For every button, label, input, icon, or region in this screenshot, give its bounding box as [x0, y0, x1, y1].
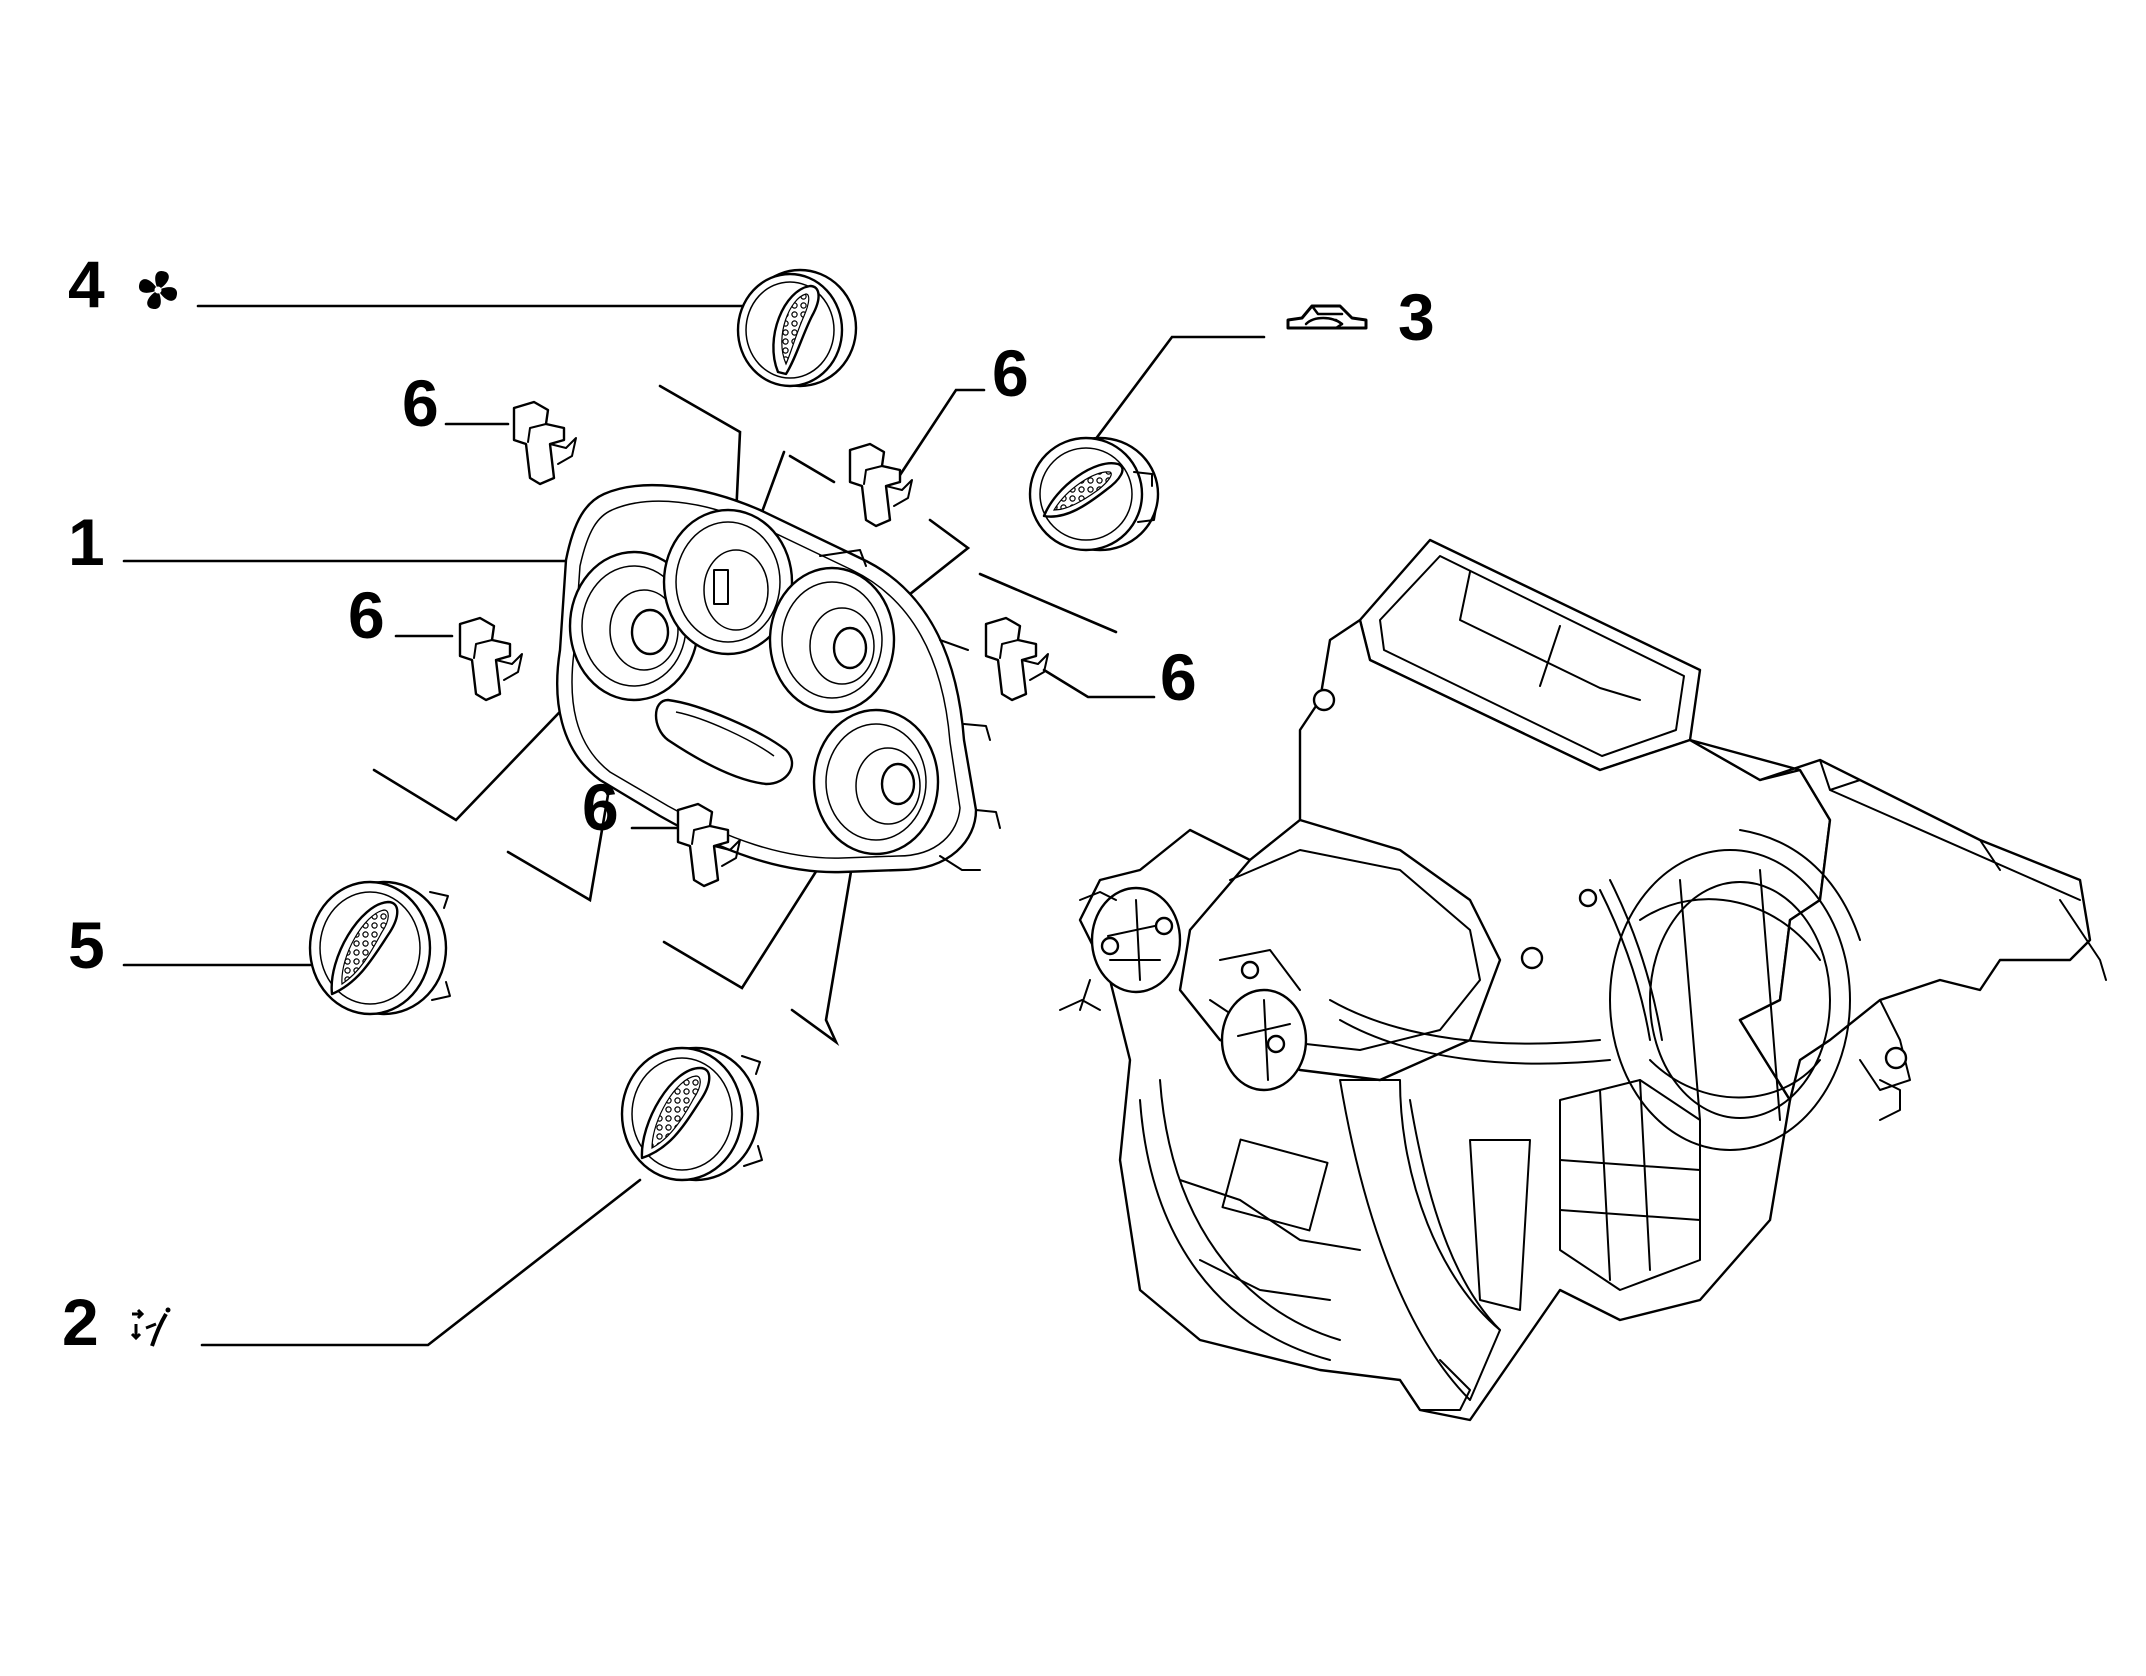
guide-knob2b	[790, 816, 862, 1046]
callout-4: 4	[68, 247, 105, 321]
guide-knob5	[372, 666, 604, 822]
callout-2: 2	[62, 1285, 99, 1359]
clip-6-d	[984, 616, 1049, 702]
clip-6-c	[458, 616, 523, 702]
panel-dial-c	[768, 566, 896, 714]
leader-6-b	[898, 388, 986, 477]
knob-2	[620, 1046, 763, 1182]
callout-6-c: 6	[348, 578, 385, 652]
leader-6-d	[1042, 668, 1156, 699]
panel-dial-b	[662, 508, 794, 656]
callout-1: 1	[68, 505, 105, 579]
hvac-housing	[1059, 538, 2107, 1422]
actuator-left	[1059, 886, 1182, 1011]
callout-6-b: 6	[992, 336, 1029, 410]
panel-slot	[654, 698, 794, 786]
callout-6-d: 6	[1160, 640, 1197, 714]
knob-5	[308, 880, 451, 1016]
leader-3	[1090, 335, 1266, 446]
knob-3	[1028, 436, 1160, 552]
knob-4	[736, 268, 858, 388]
car-recirculation-icon	[1286, 304, 1368, 330]
guide-knob2	[662, 816, 852, 990]
leader-2	[200, 1178, 642, 1347]
clip-6-b	[848, 442, 913, 528]
panel-dial-d	[812, 708, 940, 856]
air-distribution-icon	[130, 1307, 171, 1347]
guide-clip-b	[788, 454, 836, 484]
callout-6-a: 6	[402, 366, 439, 440]
guide-knob3b	[978, 572, 1118, 634]
actuator-center	[1219, 949, 1308, 1092]
callout-3: 3	[1398, 280, 1435, 354]
clip-6-a	[512, 400, 577, 486]
control-panel	[556, 483, 1001, 874]
clip-6-e	[676, 802, 741, 888]
fan-icon	[138, 270, 178, 310]
callout-5: 5	[68, 908, 105, 982]
